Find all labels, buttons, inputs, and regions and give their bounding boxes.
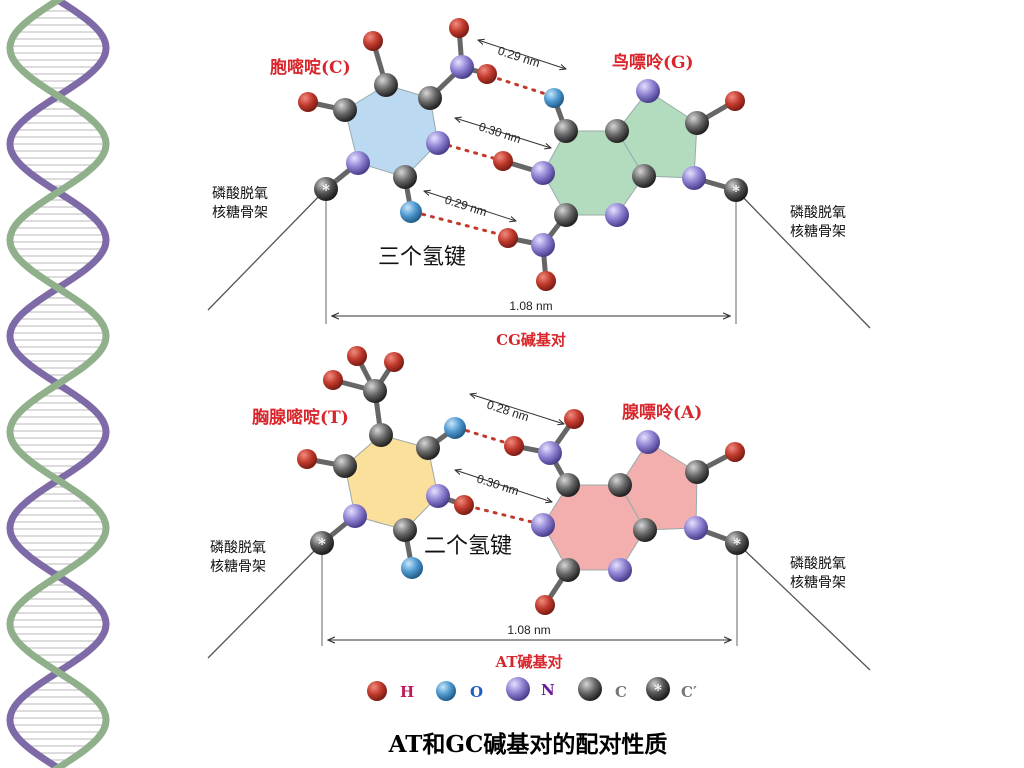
legend-c1-star: * xyxy=(654,681,662,699)
legend-oxygen-label: O xyxy=(470,683,483,701)
legend-carbon-swatch xyxy=(578,677,602,701)
cg-distance-marks xyxy=(424,40,566,221)
cg-backbone-left-line2: 核糖骨架 xyxy=(212,205,268,221)
cg-backbone-line-left xyxy=(207,188,327,311)
svg-text:*: * xyxy=(322,181,330,199)
cg-backbone-right-line2: 核糖骨架 xyxy=(790,224,846,240)
at-distance-1: 0.28 nm xyxy=(485,398,531,425)
guanine-atoms: * xyxy=(493,79,748,291)
cg-distance-1: 0.29 nm xyxy=(496,44,542,71)
legend-nitrogen-swatch xyxy=(506,677,530,701)
legend-hydrogen-label: H xyxy=(400,683,414,701)
adenine-label: 腺嘌呤(A) xyxy=(622,402,702,423)
cg-hydrogen-bonds xyxy=(412,74,554,238)
legend-carbon-label: C xyxy=(615,683,627,701)
legend-c1-label: C′ xyxy=(681,683,697,701)
at-backbone-left-line2: 核糖骨架 xyxy=(210,559,266,575)
cg-hydrogen-bond-count: 三个氢键 xyxy=(378,245,466,270)
at-base-pair: * * 胸腺嘧啶(T) 腺嘌呤(A) 0.28 nm 0.30 nm 二个氢键 … xyxy=(207,346,871,671)
cytosine-label: 胞嘧啶(C) xyxy=(270,57,351,78)
legend-c1-swatch xyxy=(646,677,670,701)
dna-helix-decoration xyxy=(6,0,110,768)
at-distance-2: 0.30 nm xyxy=(475,472,521,499)
adenine-atoms: * xyxy=(504,409,749,615)
thymine-label: 胸腺嘧啶(T) xyxy=(252,407,349,428)
cg-backbone-line-right xyxy=(735,189,871,329)
cg-distance-3: 0.29 nm xyxy=(443,193,489,220)
svg-text:*: * xyxy=(732,182,740,200)
cg-backbone-right-line1: 磷酸脱氧 xyxy=(790,205,846,221)
cg-distance-2: 0.30 nm xyxy=(477,120,523,147)
legend-nitrogen-label: N xyxy=(541,681,555,699)
at-hydrogen-bonds xyxy=(456,426,542,526)
at-backbone-line-right xyxy=(736,542,871,671)
cg-pair-label: CG碱基对 xyxy=(496,331,566,349)
at-backbone-left-line1: 磷酸脱氧 xyxy=(210,540,266,556)
helix-strand xyxy=(6,0,110,768)
cg-base-pair: * * 胞嘧啶(C) 鸟嘌呤(G) 0.29 nm 0.30 nm 0. xyxy=(207,18,871,349)
svg-text:*: * xyxy=(733,535,741,553)
guanine-label: 鸟嘌呤(G) xyxy=(612,52,694,73)
at-backbone-right-line2: 核糖骨架 xyxy=(790,575,846,591)
svg-text:*: * xyxy=(318,535,326,553)
legend-hydrogen-swatch xyxy=(367,681,387,701)
at-backbone-right-line1: 磷酸脱氧 xyxy=(790,556,846,572)
at-backbone-line-left xyxy=(207,542,323,659)
cytosine-atoms: * xyxy=(298,18,497,223)
thymine-atoms: * xyxy=(297,346,474,579)
at-hydrogen-bond-count: 二个氢键 xyxy=(424,534,512,559)
cg-width-label: 1.08 nm xyxy=(509,299,552,313)
page-title: AT和GC碱基对的配对性质 xyxy=(388,731,668,758)
at-distance-marks xyxy=(455,394,564,502)
at-pair-label: AT碱基对 xyxy=(495,653,563,671)
cg-backbone-left-line1: 磷酸脱氧 xyxy=(212,186,268,202)
atom-legend: H O N C * C′ xyxy=(367,677,697,701)
at-width-label: 1.08 nm xyxy=(507,623,550,637)
legend-oxygen-swatch xyxy=(436,681,456,701)
